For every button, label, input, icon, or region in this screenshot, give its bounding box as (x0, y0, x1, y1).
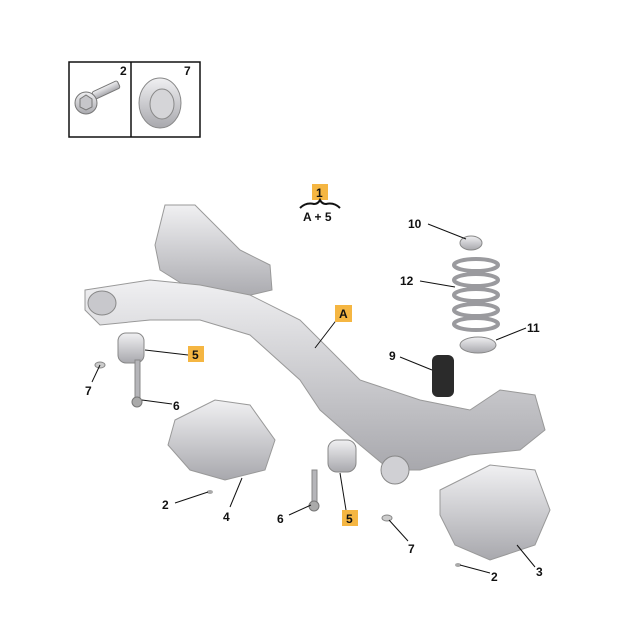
bump-stop (432, 355, 454, 397)
legend-box: 2 7 (68, 61, 201, 138)
callout-4: 4 (223, 510, 230, 524)
callout-5-lower-highlight (342, 510, 358, 526)
callout-A: A (339, 307, 348, 321)
callout-A-highlight (335, 305, 352, 322)
rear-axle-beam (84, 204, 546, 485)
callout-6: 6 (173, 399, 180, 413)
callout-9: 9 (389, 349, 396, 363)
callout-10: 10 (408, 217, 422, 231)
shield-right (439, 464, 551, 567)
callout-5-lower: 5 (346, 512, 353, 526)
leader-lines (91, 223, 536, 574)
callout-3: 3 (536, 565, 543, 579)
bushing-right (308, 439, 393, 522)
shield-left (167, 399, 276, 494)
callout-2-lower: 2 (491, 570, 498, 584)
screw-icon (74, 80, 121, 115)
bushing-left (94, 332, 145, 408)
legend-number-2: 2 (120, 64, 127, 78)
callout-6-lower: 6 (277, 512, 284, 526)
callout-12: 12 (400, 274, 414, 288)
callout-2: 2 (162, 498, 169, 512)
spring-seat-lower (459, 336, 497, 354)
assembly-formula: A + 5 (303, 210, 332, 224)
callout-5-highlight (188, 346, 204, 362)
cup-washer-icon (138, 77, 182, 129)
coil-spring (452, 257, 500, 332)
callout-7-lower: 7 (408, 542, 415, 556)
assembly-label: 1 A + 5 (299, 184, 341, 224)
assembly-number: 1 (316, 186, 323, 200)
legend-number-7: 7 (184, 64, 191, 78)
callout-7: 7 (85, 384, 92, 398)
callout-11: 11 (527, 321, 540, 335)
callout-5: 5 (192, 348, 199, 362)
spring-seat-upper (459, 235, 483, 251)
